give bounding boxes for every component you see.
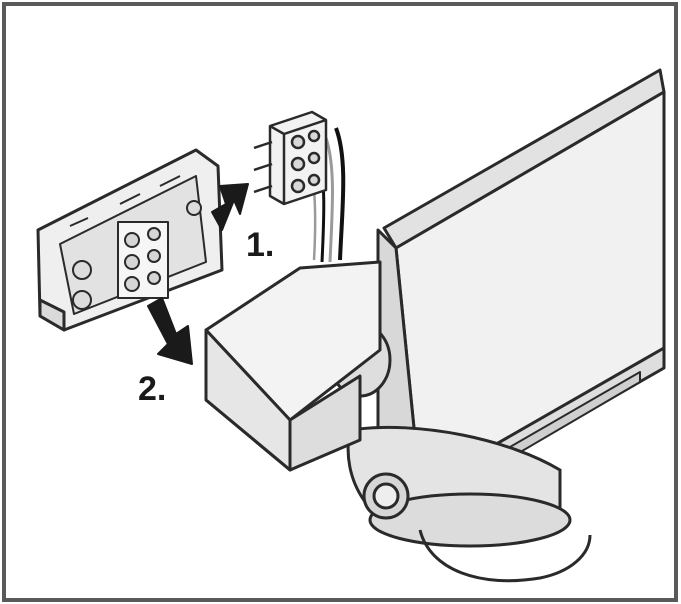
terminal-connector	[253, 110, 328, 206]
swivel-joint	[328, 322, 592, 583]
mounting-bracket	[204, 260, 382, 472]
step-1-label: 1.	[246, 226, 275, 264]
step-2-label: 2.	[138, 370, 167, 408]
arrow-up-right-icon	[211, 183, 249, 231]
cover-plate	[36, 148, 224, 332]
arrow-down-right-icon	[147, 297, 193, 365]
